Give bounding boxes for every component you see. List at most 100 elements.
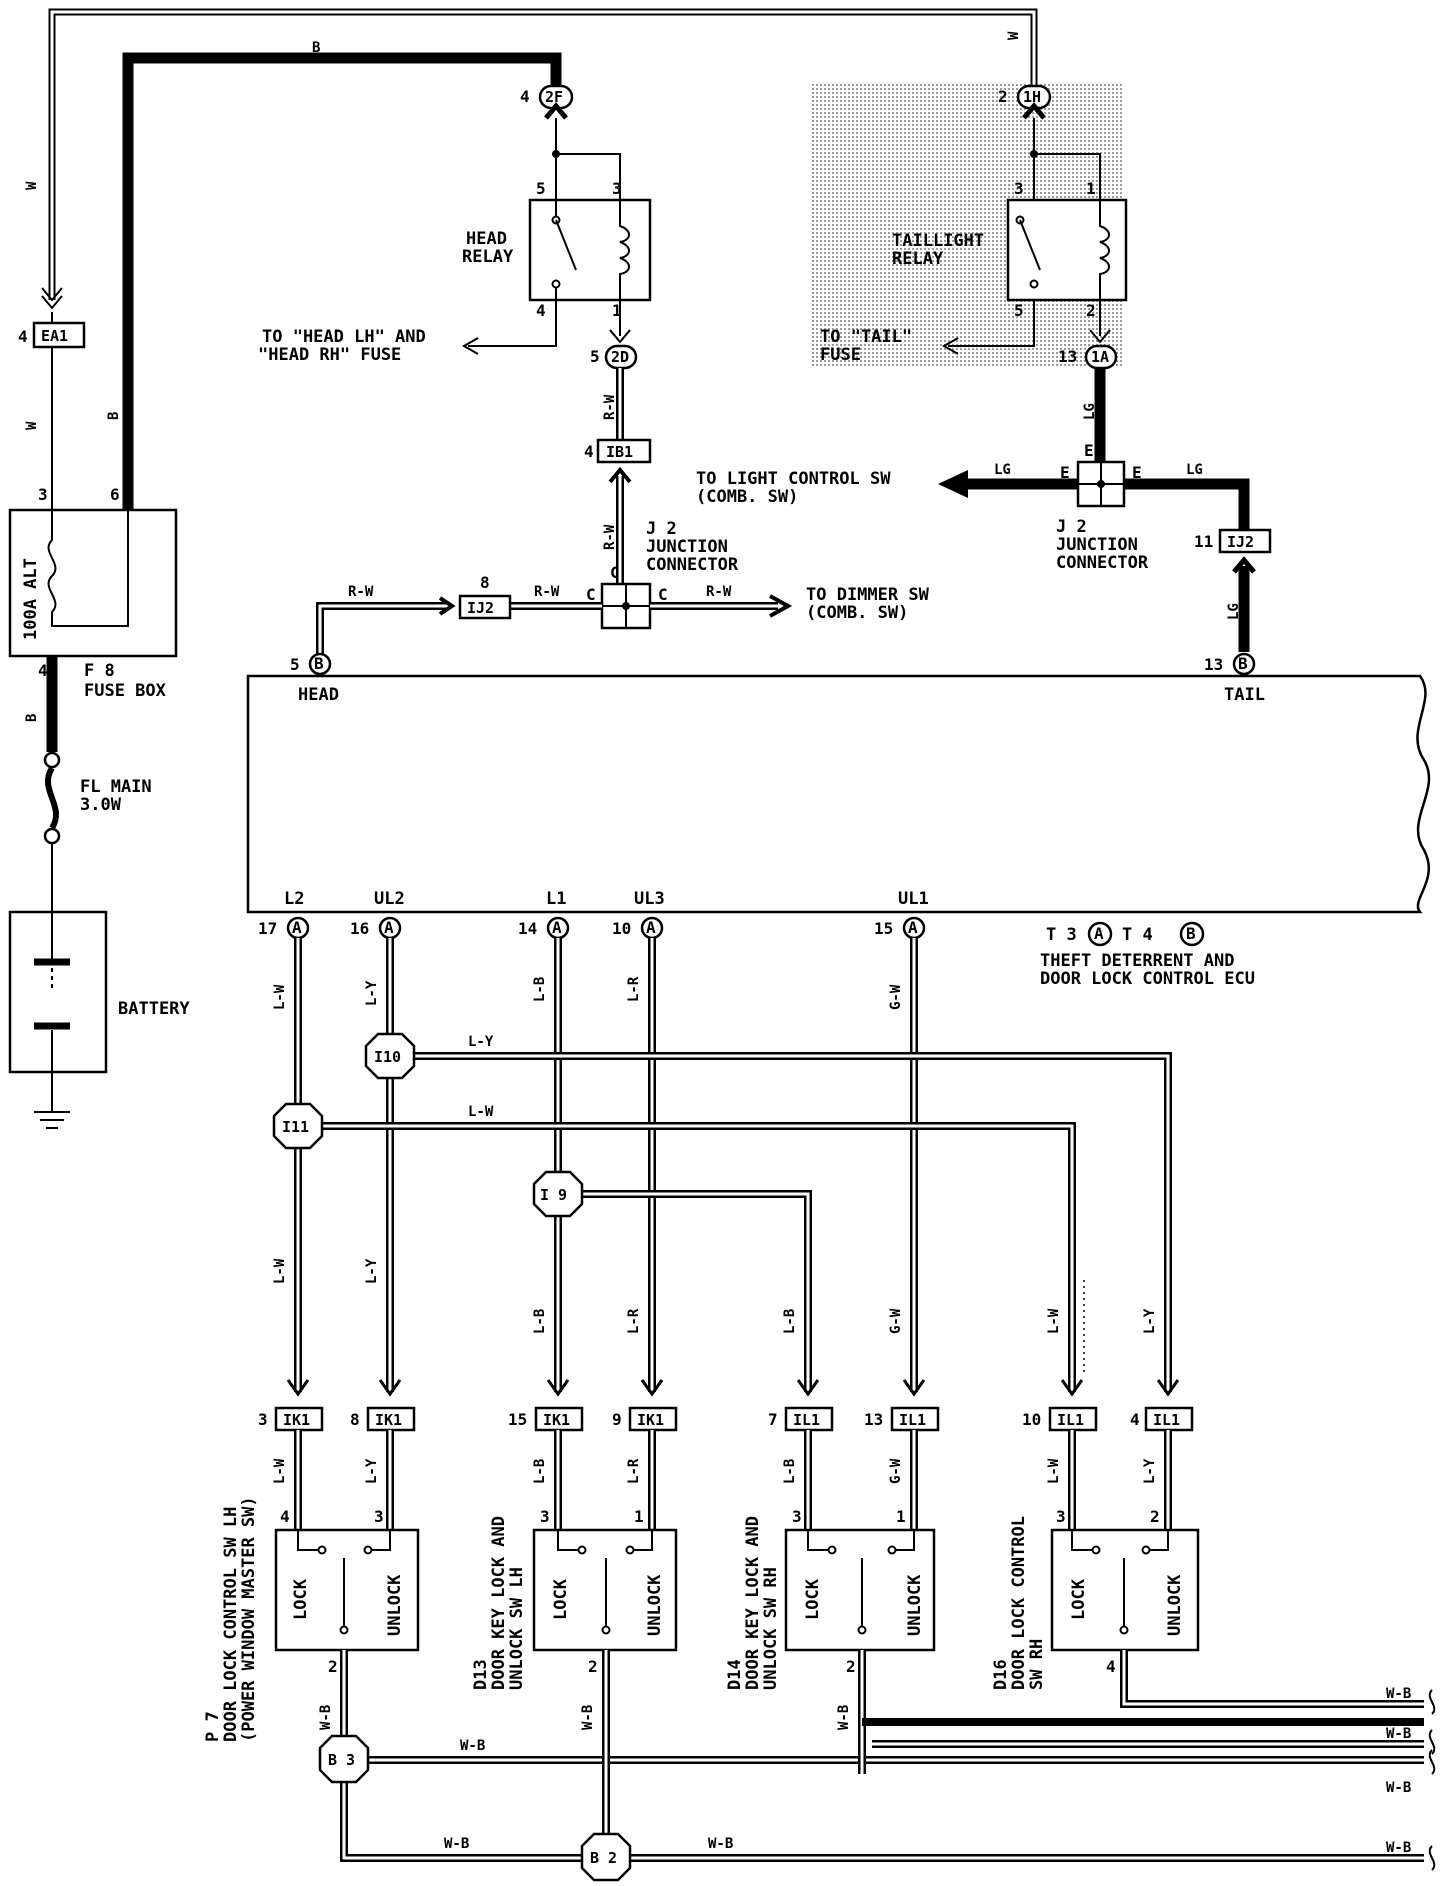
j2-right-pin-e-right: E (1132, 463, 1142, 482)
connector-2d-code: 2D (611, 348, 629, 366)
head-relay-line2: RELAY (462, 247, 514, 267)
fuse-box (8, 508, 178, 658)
svg-text:8: 8 (350, 1410, 360, 1429)
wire-label-wb-2: W-B (1386, 1726, 1411, 1742)
connector-1h (1016, 84, 1052, 120)
wire-label-b-3: B (24, 714, 40, 722)
arrow-tail-fuse (941, 337, 959, 355)
connector-2f-pin: 4 (520, 87, 530, 106)
svg-text:3: 3 (540, 1507, 550, 1526)
wire-label-lg-2: LG (994, 462, 1011, 478)
fl-main-label: FL MAIN (80, 777, 152, 797)
wire-label-b-2: B (106, 412, 122, 420)
wire-label-rw-3: R-W (534, 584, 560, 600)
sw-d16-line3: SW RH (1027, 1639, 1047, 1690)
fl-main-rating: 3.0W (80, 795, 122, 815)
ecu-terminal-ul1: UL1 A 15 (874, 889, 929, 940)
arrow-light-control (938, 470, 968, 498)
wire-label-lw-4: L-W (1046, 1308, 1062, 1334)
svg-text:3: 3 (792, 1507, 802, 1526)
svg-text:LOCK: LOCK (551, 1578, 571, 1620)
wire-label-wb-6: W-B (444, 1836, 469, 1852)
sw-p7-id: P 7 (203, 1711, 223, 1742)
svg-text:LOCK: LOCK (803, 1578, 823, 1620)
svg-text:A: A (1094, 924, 1104, 943)
wire-label-rw-4: R-W (348, 584, 374, 600)
wire-label-rw-5: R-W (706, 584, 732, 600)
fuse-symbol-alt (47, 510, 129, 627)
svg-text:B: B (1186, 924, 1196, 943)
j2-right-pin-e-top: E (1084, 441, 1094, 460)
svg-text:10: 10 (1022, 1410, 1041, 1429)
svg-text:3: 3 (374, 1507, 384, 1526)
ecu-id-t3: T 3 (1046, 925, 1077, 945)
j2-right-pin-e-left: E (1060, 463, 1070, 482)
connector-il1-7: IL1 7 (768, 1406, 834, 1432)
ecu-name-line2: DOOR LOCK CONTROL ECU (1040, 969, 1255, 989)
sw-d13-id: D13 (471, 1659, 491, 1690)
wire-b-thick (122, 52, 562, 510)
svg-text:IL1: IL1 (1153, 1411, 1180, 1429)
svg-text:UL2: UL2 (374, 889, 405, 909)
svg-text:UNLOCK: UNLOCK (645, 1574, 665, 1636)
ecu-head-conn: B (314, 654, 324, 673)
connector-1h-code: 1H (1023, 88, 1041, 106)
svg-text:B 3: B 3 (328, 1751, 355, 1769)
connector-2f-code: 2F (545, 88, 563, 106)
wire-lg-3 (1124, 478, 1250, 530)
head-note-line1: TO "HEAD LH" AND (262, 327, 426, 347)
sw-d14-id: D14 (725, 1659, 745, 1690)
tail-note-line1: TO "TAIL" (820, 327, 912, 347)
svg-text:L2: L2 (284, 889, 304, 909)
svg-text:UL3: UL3 (634, 889, 665, 909)
taillight-relay-contact (1019, 219, 1041, 271)
lower-wires (294, 938, 1172, 1392)
connector-ea1-pin: 4 (18, 327, 28, 346)
svg-text:3: 3 (1056, 1507, 1066, 1526)
connector-ik1-15: IK1 15 (508, 1406, 584, 1432)
sw-p7-line2: DOOR LOCK CONTROL SW LH (221, 1507, 241, 1742)
battery-label: BATTERY (118, 999, 190, 1019)
light-ctrl-note-line1: TO LIGHT CONTROL SW (696, 469, 891, 489)
ecu-tail-label: TAIL (1224, 685, 1265, 705)
svg-text:UNLOCK: UNLOCK (1165, 1574, 1185, 1636)
wire-label-w-3: W (24, 421, 40, 430)
taillight-relay-line1: TAILLIGHT (892, 231, 984, 251)
wire-label-wb-5: W-B (460, 1738, 485, 1754)
arrows-into-ik1-il1 (286, 1379, 1180, 1397)
wire-label-gw-1: G-W (888, 984, 904, 1010)
connector-ik1-3: IK1 3 (258, 1406, 324, 1432)
svg-text:9: 9 (612, 1410, 622, 1429)
svg-text:13: 13 (864, 1410, 883, 1429)
svg-text:4: 4 (1106, 1657, 1116, 1676)
switch-p7: 4 3 LOCK UNLOCK 2 (274, 1507, 420, 1676)
ecu-head-terminal (308, 652, 332, 676)
wire-label-ly-3: L-Y (364, 1258, 380, 1284)
head-relay (528, 198, 652, 302)
svg-text:IK1: IK1 (283, 1411, 310, 1429)
fuse-box-pin-4: 4 (38, 661, 48, 680)
head-relay-pin-1: 1 (612, 301, 622, 320)
connector-ij2-left-pin: 8 (480, 573, 490, 592)
ecu-tail-terminal (1232, 652, 1256, 676)
wire-label-ly-5: L-Y (364, 1458, 380, 1484)
j2-left-pin-c-left: C (586, 585, 596, 604)
ecu-id-conn-a (1087, 921, 1113, 947)
svg-text:I11: I11 (282, 1118, 309, 1136)
sw-d16-line2: DOOR LOCK CONTROL (1009, 1516, 1029, 1690)
connector-ik1-9: IK1 9 (612, 1406, 678, 1432)
taillight-relay-pin-1: 1 (1086, 179, 1096, 198)
wire-label-lb-5: L-B (782, 1459, 798, 1484)
connector-2d-pin: 5 (590, 347, 600, 366)
head-note-line2: "HEAD RH" FUSE (258, 345, 401, 365)
wire-label-rw-1: R-W (602, 394, 618, 420)
j2-left-pin-c-top: C (610, 563, 620, 582)
svg-text:7: 7 (768, 1410, 778, 1429)
svg-text:2: 2 (328, 1657, 338, 1676)
arrow-head-fuse (461, 337, 479, 355)
svg-text:15: 15 (508, 1410, 527, 1429)
connector-i11: I11 (272, 1102, 324, 1150)
j2-right-id: J 2 (1056, 517, 1087, 537)
wire-label-ly-6: L-Y (1142, 1458, 1158, 1484)
